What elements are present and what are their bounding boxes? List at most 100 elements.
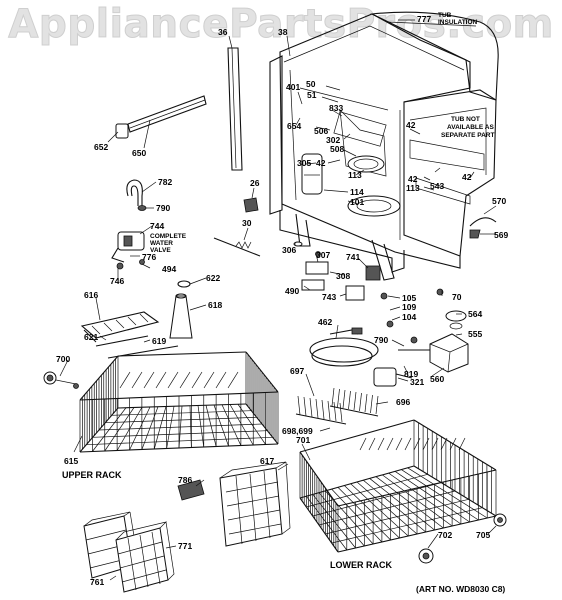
part-label: 618 [208, 300, 222, 310]
watermark: AppliancePartsPros.com [8, 2, 554, 48]
part-label: 619 [152, 336, 166, 346]
pump-drawing [373, 333, 469, 387]
part-label: 570 [492, 196, 506, 206]
part-label: 744 [150, 221, 164, 231]
note-label: TUB NOT [451, 116, 480, 123]
lower-rack-caption: LOWER RACK [330, 560, 392, 570]
part-label: 701 [296, 435, 310, 445]
part-label: 26 [250, 178, 260, 188]
basket-drawing [83, 511, 175, 593]
part-label: 705 [476, 530, 490, 540]
note-label: AVAILABLE AS [447, 124, 494, 131]
part-label: 308 [336, 271, 350, 281]
part-label: 790 [156, 203, 170, 213]
part-label: 543 [430, 181, 444, 191]
hose-drawing [126, 179, 143, 206]
cap-drawing [445, 310, 467, 322]
part-label: 564 [468, 309, 482, 319]
part-label: 30 [242, 218, 252, 228]
side-strip-drawing [227, 47, 243, 171]
ring-drawing [177, 280, 191, 288]
part-label: 321 [410, 377, 424, 387]
part-label: 42 [316, 158, 326, 168]
part-label: 38 [278, 27, 288, 37]
part-label: 697 [290, 366, 304, 376]
part-label: 776 [142, 252, 156, 262]
part-labels: 777 TUB INSULATION 36 38 401 50 51 833 6… [56, 12, 508, 594]
part-label: 696 [396, 397, 410, 407]
part-label: 494 [162, 264, 176, 274]
part-label: 42 [462, 172, 472, 182]
part-label: 743 [322, 292, 336, 302]
note-label: COMPLETE [150, 233, 187, 240]
part-label: 306 [282, 245, 296, 255]
clip-drawing [469, 217, 497, 227]
art-number: (ART NO. WD8030 C8) [416, 584, 505, 594]
part-label: 508 [330, 144, 344, 154]
part-label: 622 [206, 273, 220, 283]
part-label: 109 [402, 302, 416, 312]
silverware-basket-drawing [219, 461, 291, 547]
part-label: 105 [402, 293, 416, 303]
part-label: 771 [178, 541, 192, 551]
part-label: 786 [178, 475, 192, 485]
part-label: 305 [297, 158, 311, 168]
note-label: TUB [438, 12, 452, 19]
part-label: 777 [417, 14, 431, 24]
part-label: 819 [404, 369, 418, 379]
part-label: 746 [110, 276, 124, 286]
part-label: 70 [452, 292, 462, 302]
part-label: 104 [402, 312, 416, 322]
part-label: 654 [287, 121, 301, 131]
part-label: 761 [90, 577, 104, 587]
part-label: 782 [158, 177, 172, 187]
part-label: 42 [408, 174, 418, 184]
leader-lines [59, 19, 497, 581]
door-gasket-drawing [115, 95, 207, 139]
upper-rack-caption: UPPER RACK [62, 470, 122, 480]
part-label: 650 [132, 148, 146, 158]
bracket-drawing [243, 197, 259, 213]
water-valve-drawing [111, 231, 145, 270]
note-label: VALVE [150, 247, 171, 254]
part-label: 401 [286, 82, 300, 92]
part-label: 101 [350, 197, 364, 207]
part-label: 506 [314, 126, 328, 136]
switch-drawing [305, 261, 329, 275]
part-label: 616 [84, 290, 98, 300]
part-label: 560 [430, 374, 444, 384]
part-label: 621 [84, 332, 98, 342]
part-label: 790 [374, 335, 388, 345]
part-label: 113 [406, 183, 420, 193]
spring-drawing [213, 237, 261, 257]
part-label: 42 [406, 120, 416, 130]
part-label: 50 [306, 79, 316, 89]
tine-row-drawing [295, 387, 379, 425]
part-label: 555 [468, 329, 482, 339]
note-label: WATER [150, 240, 173, 247]
note-label: INSULATION [438, 19, 478, 26]
part-label: 833 [329, 103, 343, 113]
part-label: 490 [285, 286, 299, 296]
part-label: 652 [94, 142, 108, 152]
part-label: 698,699 [282, 426, 313, 436]
part-label: 113 [348, 170, 362, 180]
drain-hose-drawing [309, 327, 379, 367]
part-label: 702 [438, 530, 452, 540]
part-label: 569 [494, 230, 508, 240]
part-label: 307 [316, 250, 330, 260]
part-label: 741 [346, 252, 360, 262]
part-label: 617 [260, 456, 274, 466]
spray-tower-drawing [169, 295, 193, 339]
part-label: 36 [218, 27, 228, 37]
part-label: 615 [64, 456, 78, 466]
tub-drawing [269, 11, 499, 281]
part-label: 700 [56, 354, 70, 364]
part-label: 462 [318, 317, 332, 327]
note-label: SEPARATE PART [441, 132, 494, 139]
part-label: 114 [350, 187, 364, 197]
part-label: 51 [307, 90, 317, 100]
part-label: 302 [326, 135, 340, 145]
